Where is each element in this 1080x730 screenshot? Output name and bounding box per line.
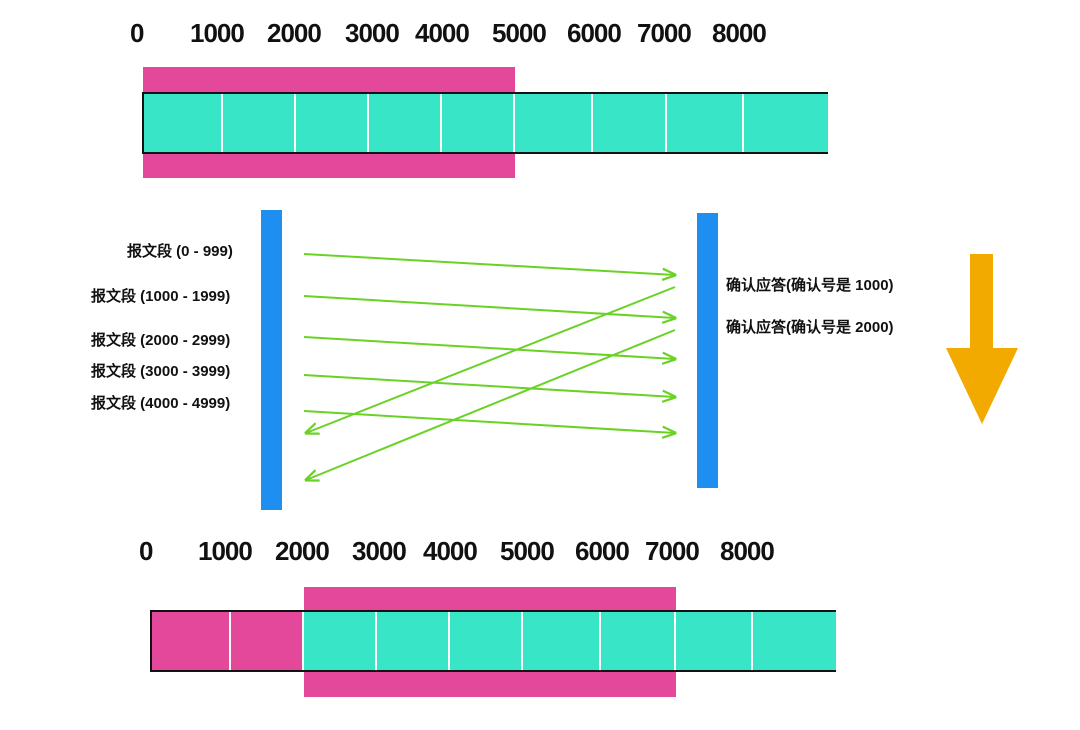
bottom-tick-2000: 2000: [275, 536, 330, 566]
top-buffer-left-edge: [142, 92, 144, 154]
top-cell-4: [369, 93, 442, 153]
receiver-host-bar: [697, 213, 718, 488]
top-window-band-lower: [143, 153, 515, 178]
top-cell-5: [442, 93, 515, 153]
top-tick-6000: 6000: [567, 18, 622, 48]
bottom-tick-0: 0: [139, 536, 154, 566]
top-tick-5000: 5000: [492, 18, 547, 48]
top-tick-4000: 4000: [415, 18, 470, 48]
bottom-cell-4: [377, 611, 450, 671]
bottom-cell-9: [753, 611, 836, 671]
top-cell-1: [143, 93, 223, 153]
bottom-tick-6000: 6000: [575, 536, 630, 566]
top-cell-7: [593, 93, 667, 153]
top-tick-1000: 1000: [190, 18, 245, 48]
segment-label-1: 报文段 (1000 - 1999): [91, 288, 231, 305]
top-window-band-upper: [143, 67, 515, 93]
bottom-tick-5000: 5000: [500, 536, 555, 566]
segment-arrow-1: [303, 295, 675, 318]
ack-label-0: 确认应答(确认号是 1000): [726, 277, 894, 294]
bottom-buffer-left-edge: [150, 610, 152, 672]
segment-label-0: 报文段 (0 - 999): [127, 243, 233, 260]
segment-arrow-2: [303, 336, 675, 359]
top-tick-0: 0: [130, 18, 145, 48]
segment-label-2: 报文段 (2000 - 2999): [91, 332, 231, 349]
segment-arrow-0: [303, 253, 675, 275]
top-tick-8000: 8000: [712, 18, 767, 48]
bottom-cell-1-acked: [151, 611, 231, 671]
segment-arrow-4: [303, 410, 675, 433]
segment-label-3: 报文段 (3000 - 3999): [91, 363, 231, 380]
bottom-cell-3: [304, 611, 377, 671]
top-cell-2: [223, 93, 296, 153]
bottom-tick-8000: 8000: [720, 536, 775, 566]
bottom-cell-2-acked: [231, 611, 304, 671]
down-arrow-icon: [946, 254, 1018, 424]
bottom-tick-3000: 3000: [352, 536, 407, 566]
top-tick-7000: 7000: [637, 18, 692, 48]
ack-arrow-0: [306, 286, 676, 433]
bottom-cell-8: [676, 611, 753, 671]
sender-host-bar: [261, 210, 282, 510]
top-cell-6: [515, 93, 593, 153]
top-tick-3000: 3000: [345, 18, 400, 48]
bottom-tick-1000: 1000: [198, 536, 253, 566]
ack-label-1: 确认应答(确认号是 2000): [726, 319, 894, 336]
top-cell-9: [744, 93, 828, 153]
bottom-window-band-lower: [304, 671, 676, 697]
segment-arrow-3: [303, 374, 675, 397]
bottom-buffer-bottom-edge: [151, 670, 836, 672]
top-cell-3: [296, 93, 369, 153]
top-tick-2000: 2000: [267, 18, 322, 48]
segment-label-4: 报文段 (4000 - 4999): [91, 395, 231, 412]
top-cell-8: [667, 93, 744, 153]
bottom-cell-6: [523, 611, 601, 671]
bottom-cell-7: [601, 611, 676, 671]
bottom-cell-5: [450, 611, 523, 671]
bottom-tick-4000: 4000: [423, 536, 478, 566]
top-buffer-bottom-edge: [143, 152, 828, 154]
top-buffer-top-edge: [143, 92, 828, 94]
bottom-window-band-upper: [304, 587, 676, 611]
ack-arrow-1: [306, 329, 676, 480]
bottom-tick-7000: 7000: [645, 536, 700, 566]
bottom-buffer-top-edge: [151, 610, 836, 612]
